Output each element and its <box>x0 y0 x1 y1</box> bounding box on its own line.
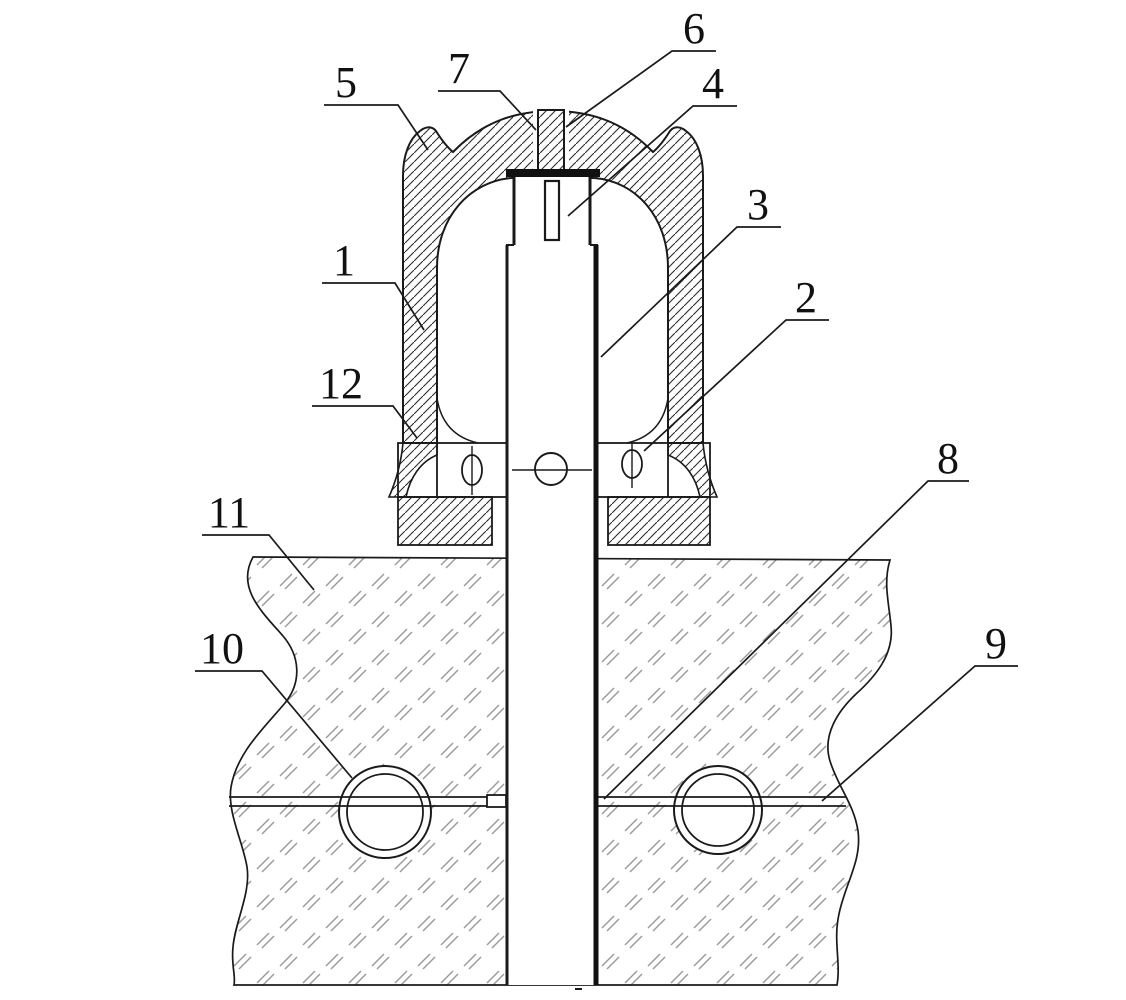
pipe-bore-lower <box>506 245 598 985</box>
cavity-fillet-right <box>626 397 669 444</box>
pipe-center-port <box>534 452 568 486</box>
callout-label-1: 1 <box>333 236 355 285</box>
callout-label-7: 7 <box>448 44 470 93</box>
pipe-top-cap <box>506 169 600 177</box>
callout-leader-2 <box>643 319 829 452</box>
callout-label-8: 8 <box>937 434 959 483</box>
callout-leader-1 <box>322 282 425 331</box>
callout-leader-3 <box>600 226 781 358</box>
callout-leader-8 <box>603 480 969 800</box>
callout-label-6: 6 <box>683 4 705 53</box>
base-block-left <box>397 496 493 546</box>
callout-leader-6 <box>565 50 716 128</box>
callout-leader-5 <box>324 104 429 151</box>
left-buried-pipe-inner <box>346 773 424 851</box>
top-plug <box>537 109 565 173</box>
right-buried-pipe-inner <box>681 773 755 847</box>
channel-line-right <box>598 796 846 807</box>
channel-tab <box>486 794 507 808</box>
left-buried-pipe-outer <box>338 765 432 859</box>
channel-line-left <box>229 796 506 807</box>
callout-leader-4 <box>567 105 737 217</box>
callout-label-3: 3 <box>747 180 769 229</box>
callout-label-12: 12 <box>319 359 363 408</box>
inner-stem <box>543 179 561 242</box>
cavity-fillet-left <box>436 397 479 444</box>
right-buried-pipe-outer <box>673 765 763 855</box>
callout-leader-10 <box>195 670 353 779</box>
callout-label-11: 11 <box>208 488 250 537</box>
callout-label-9: 9 <box>985 619 1007 668</box>
base-block-right <box>607 496 711 546</box>
pipe-upper-walls <box>512 177 592 245</box>
callout-leader-9 <box>821 665 1018 802</box>
callout-leader-11 <box>202 534 315 591</box>
callout-leader-7 <box>438 90 537 131</box>
callout-label-2: 2 <box>795 273 817 322</box>
callout-leader-12 <box>312 405 418 439</box>
callout-label-10: 10 <box>200 624 244 673</box>
callout-label-4: 4 <box>702 59 724 108</box>
callout-label-5: 5 <box>335 58 357 107</box>
